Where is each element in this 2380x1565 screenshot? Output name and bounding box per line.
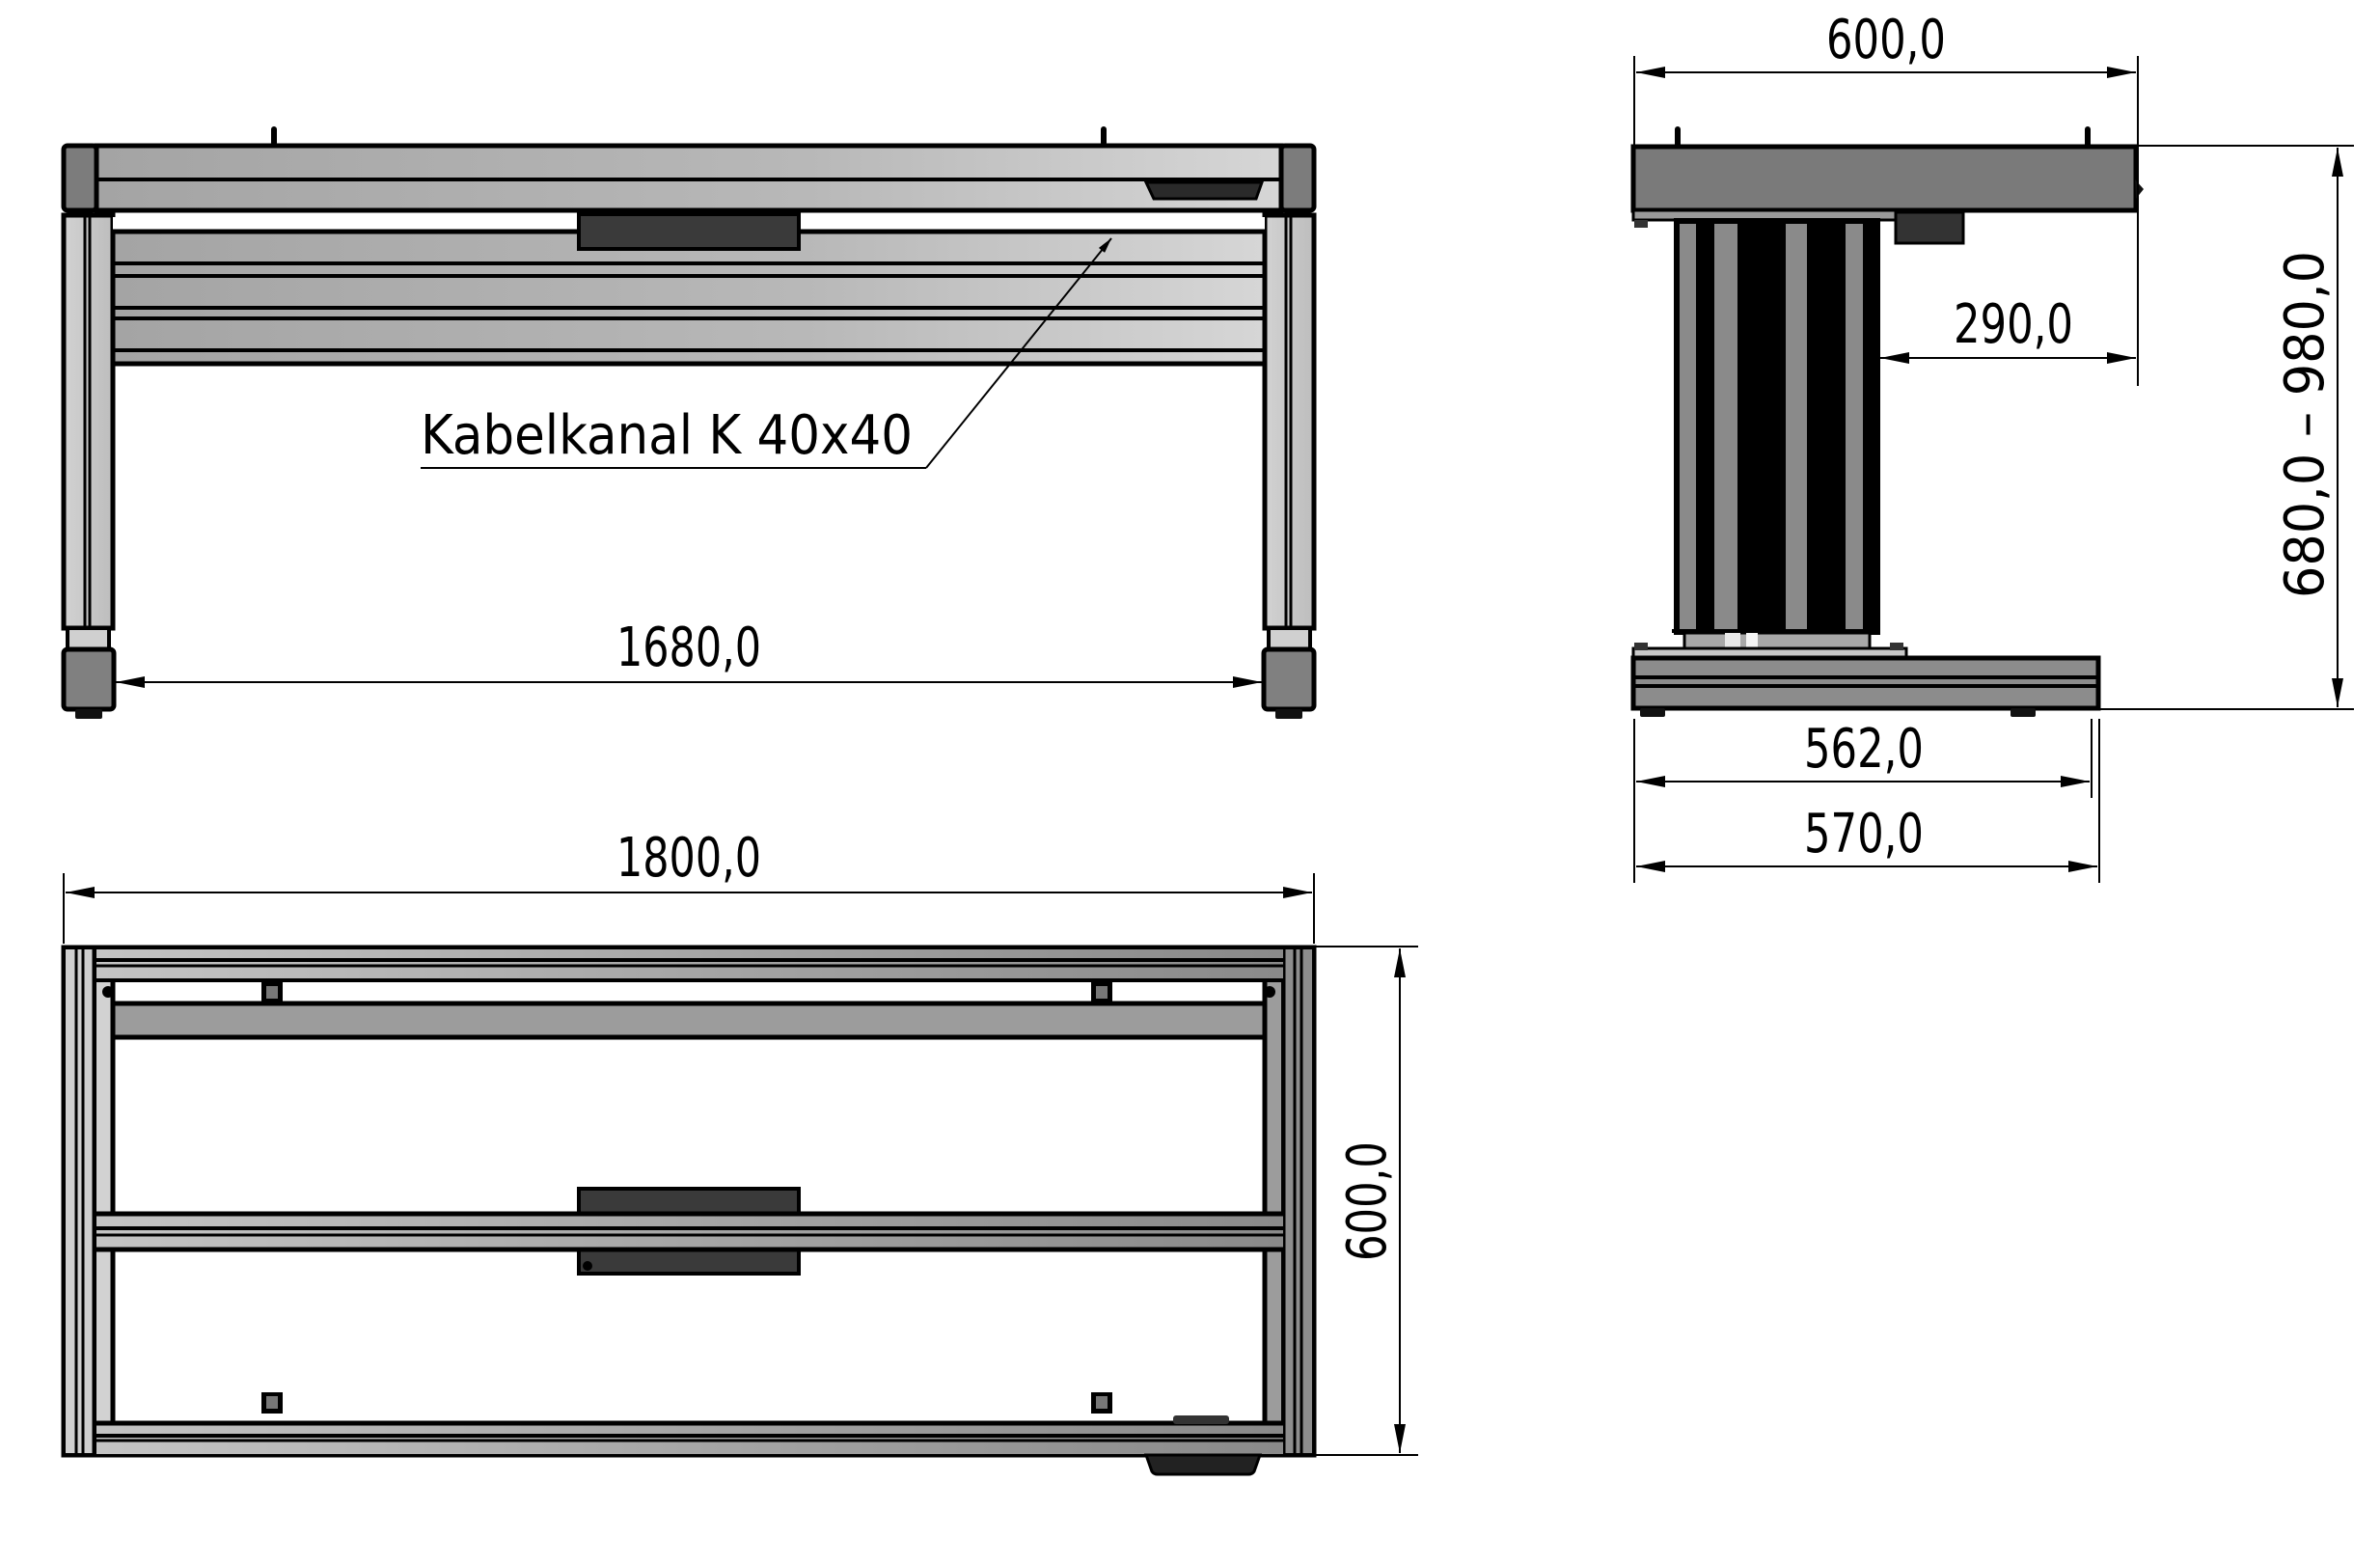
dimension-label-290: 290,0 bbox=[1954, 293, 2073, 356]
dimension-label-1680: 1680,0 bbox=[616, 617, 761, 679]
dimension-label-600-top: 600,0 bbox=[1336, 1141, 1399, 1261]
bottom-cross-rail bbox=[96, 1423, 1283, 1454]
dimension-label-height: 680,0 – 980,0 bbox=[2274, 251, 2337, 598]
control-panel-top bbox=[1143, 1453, 1263, 1476]
top-view-outline bbox=[61, 945, 1317, 1458]
foot-right bbox=[1261, 646, 1317, 712]
control-panel bbox=[1143, 180, 1265, 201]
side-base-foot bbox=[1630, 655, 2101, 711]
front-view: Kabelkanal K 40x40 1680,0 bbox=[61, 126, 1317, 719]
top-cable-channel bbox=[110, 1001, 1268, 1040]
side-top-plate bbox=[1630, 144, 2139, 213]
middle-cross-rail bbox=[96, 1214, 1283, 1249]
mounting-pin bbox=[271, 126, 277, 146]
side-view: 600,0 290,0 680,0 – 980,0 562,0 570,0 bbox=[1630, 9, 2354, 883]
dimension-label-1800: 1800,0 bbox=[616, 827, 761, 890]
corner-block-left bbox=[61, 143, 99, 213]
dimension-label-570: 570,0 bbox=[1804, 803, 1924, 865]
dimension-label-562: 562,0 bbox=[1804, 718, 1924, 781]
mounting-pin bbox=[1101, 126, 1107, 146]
foot-left bbox=[61, 646, 117, 712]
top-view: 1800,0 600,0 bbox=[61, 827, 1418, 1476]
dimension-label-600-side: 600,0 bbox=[1826, 9, 1946, 71]
cable-channel-label: Kabelkanal K 40x40 bbox=[421, 404, 913, 467]
motor-box bbox=[577, 212, 801, 251]
lifting-column bbox=[1674, 218, 1880, 635]
corner-block-right bbox=[1278, 143, 1317, 213]
